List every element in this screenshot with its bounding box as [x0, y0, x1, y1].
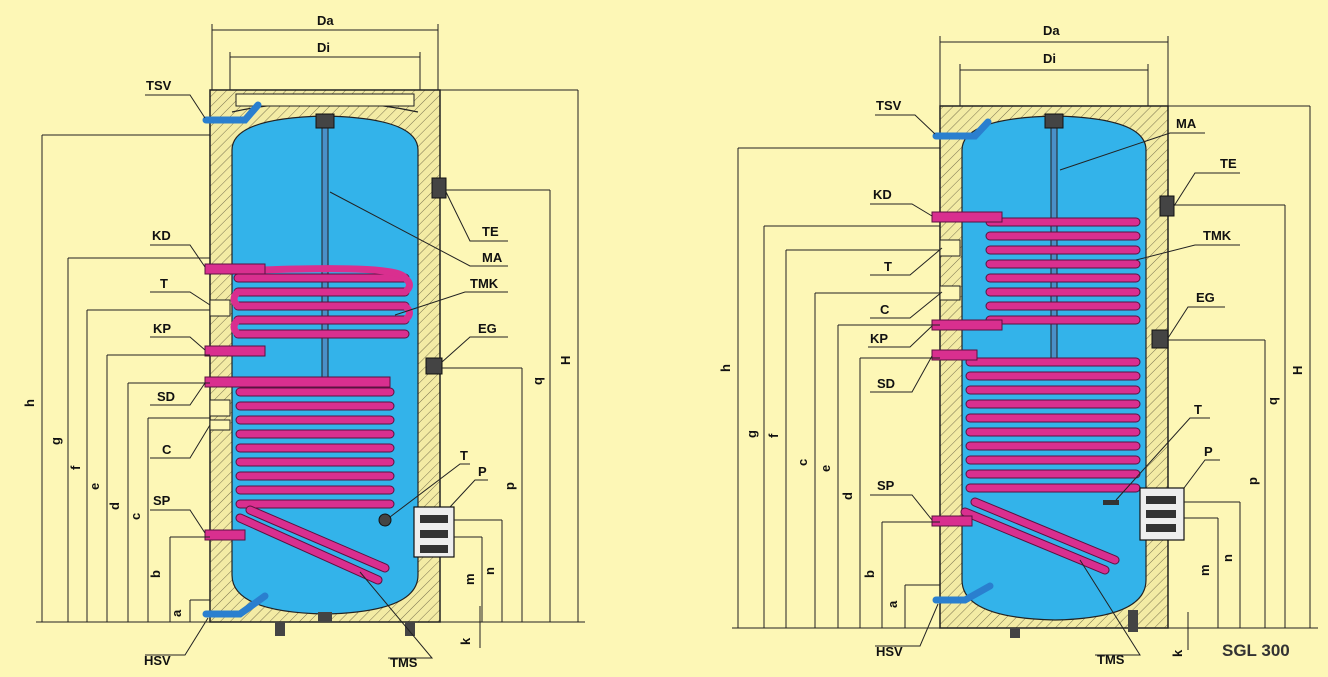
upper-coil [230, 265, 413, 339]
right-tank: Da Di TSV [718, 23, 1318, 667]
label-Da-r: Da [1043, 23, 1060, 38]
dim-q: q [530, 377, 545, 385]
dim-k: k [458, 637, 473, 645]
label-SP-r: SP [877, 478, 895, 493]
dim-c: c [128, 513, 143, 520]
dim-b-r: b [862, 570, 877, 578]
dim-c-r: c [795, 459, 810, 466]
label-SP: SP [153, 493, 171, 508]
label-P: P [478, 464, 487, 479]
label-T1-r: T [884, 259, 892, 274]
label-KD: KD [152, 228, 171, 243]
dim-e: e [87, 483, 102, 490]
label-HSV-r: HSV [876, 644, 903, 659]
dim-e-r: e [818, 465, 833, 472]
water-tank-body-r [961, 115, 1147, 621]
dim-n-r: n [1220, 554, 1235, 562]
dim-g-r: g [744, 430, 759, 438]
label-Di: Di [317, 40, 330, 55]
label-C-r: C [880, 302, 890, 317]
label-HSV: HSV [144, 653, 171, 668]
label-T2-r: T [1194, 402, 1202, 417]
label-EG: EG [478, 321, 497, 336]
dim-d: d [107, 502, 122, 510]
dim-q-r: q [1265, 397, 1280, 405]
label-TMK-r: TMK [1203, 228, 1232, 243]
label-KP-r: KP [870, 331, 888, 346]
dim-H-r: H [1290, 366, 1305, 375]
dim-a: a [169, 609, 184, 617]
dim-p: p [502, 482, 517, 490]
dim-g: g [48, 437, 63, 445]
label-KD-r: KD [873, 187, 892, 202]
left-dimension-lines [36, 134, 210, 623]
label-TMS-r: TMS [1097, 652, 1125, 667]
label-Da: Da [317, 13, 334, 28]
label-TMS: TMS [390, 655, 418, 670]
label-MA-r: MA [1176, 116, 1197, 131]
right-right-dimension-lines [1168, 105, 1318, 650]
dim-h-r: h [718, 364, 733, 372]
dim-b: b [148, 570, 163, 578]
upper-coil-r [985, 217, 1141, 325]
dim-d-r: d [840, 492, 855, 500]
dim-f-r: f [766, 433, 781, 438]
label-TMK: TMK [470, 276, 499, 291]
label-P-r: P [1204, 444, 1213, 459]
label-KP: KP [153, 321, 171, 336]
left-right-dimension-lines [440, 89, 585, 648]
left-tank: Da Di [22, 13, 585, 670]
label-Di-r: Di [1043, 51, 1056, 66]
label-TSV: TSV [146, 78, 172, 93]
label-EG-r: EG [1196, 290, 1215, 305]
dim-h: h [22, 399, 37, 407]
label-T1: T [160, 276, 168, 291]
dim-a-r: a [885, 600, 900, 608]
anode-rod [321, 117, 329, 389]
label-T2: T [460, 448, 468, 463]
dim-k-r: k [1170, 649, 1185, 657]
label-SD: SD [157, 389, 175, 404]
right-left-dimension-lines [732, 147, 940, 629]
label-MA: MA [482, 250, 503, 265]
model-label: SGL 300 [1222, 641, 1290, 660]
lower-coil-r [960, 357, 1141, 575]
lower-coil [235, 387, 395, 585]
dim-p-r: p [1245, 477, 1260, 485]
dim-m: m [462, 573, 477, 585]
dim-H: H [558, 356, 573, 365]
dim-n: n [482, 567, 497, 575]
label-TE-r: TE [1220, 156, 1237, 171]
label-TE: TE [482, 224, 499, 239]
dim-m-r: m [1197, 564, 1212, 576]
dim-f: f [68, 465, 83, 470]
label-TSV-r: TSV [876, 98, 902, 113]
label-C: C [162, 442, 172, 457]
label-SD-r: SD [877, 376, 895, 391]
